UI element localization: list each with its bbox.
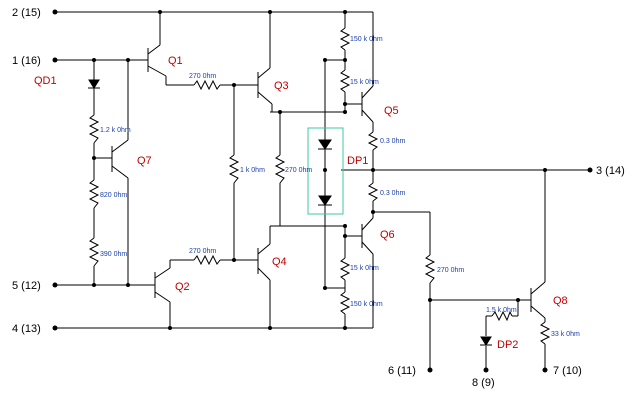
q6-label: Q6 <box>380 229 395 241</box>
q3-label: Q3 <box>274 80 289 92</box>
terminal-6-label: 6 (11) <box>388 365 416 377</box>
q5-label: Q5 <box>384 105 399 117</box>
resistor-150k-bottom-value: 150 k 0hm <box>350 301 383 308</box>
q4-label: Q4 <box>272 256 287 268</box>
terminal-1-label: 1 (16) <box>12 55 41 67</box>
dp2-label: DP2 <box>497 339 518 351</box>
terminal-4-label: 4 (13) <box>12 323 41 335</box>
terminal-3-label: 3 (14) <box>596 165 625 177</box>
resistor-0r3-bottom-value: 0.3 0hm <box>380 190 405 197</box>
resistor-33k-value: 33 k 0hm <box>551 331 580 338</box>
qd1-label: QD1 <box>34 75 57 87</box>
q7-label: Q7 <box>137 155 152 167</box>
terminal-5-label: 5 (12) <box>12 280 41 292</box>
resistor-q1-q3-value: 270 0hm <box>189 73 216 80</box>
q2-label: Q2 <box>175 281 190 293</box>
terminal-8-label: 8 (9) <box>472 377 495 389</box>
dp1-highlight-box <box>307 127 344 215</box>
resistor-270-out-value: 270 0hm <box>437 267 464 274</box>
resistor-symbols <box>88 27 551 345</box>
resistor-q2-q4-value: 270 0hm <box>189 248 216 255</box>
terminal-2-label: 2 (15) <box>12 7 41 19</box>
resistor-150k-top-value: 150 k 0hm <box>350 36 383 43</box>
resistor-390-value: 390 0hm <box>100 251 127 258</box>
dp1-label: DP1 <box>347 155 368 167</box>
terminal-pins <box>52 9 593 373</box>
q8-label: Q8 <box>553 295 568 307</box>
resistor-1k-value: 1 k 0hm <box>240 167 265 174</box>
resistor-1k5-value: 1.5 k 0hm <box>486 307 517 314</box>
junction-dots <box>92 10 547 330</box>
resistor-270-mid-value: 270 0hm <box>285 167 312 174</box>
resistor-1k2-value: 1.2 k 0hm <box>100 127 131 134</box>
resistor-15k-top-value: 15 k 0hm <box>350 79 379 86</box>
resistor-820-value: 820 0hm <box>100 192 127 199</box>
diode-symbols <box>88 79 492 346</box>
terminal-7-label: 7 (10) <box>553 365 582 377</box>
resistor-15k-bottom-value: 15 k 0hm <box>350 265 379 272</box>
resistor-0r3-top-value: 0.3 0hm <box>380 138 405 145</box>
q1-label: Q1 <box>168 55 183 67</box>
wires <box>55 11 590 370</box>
